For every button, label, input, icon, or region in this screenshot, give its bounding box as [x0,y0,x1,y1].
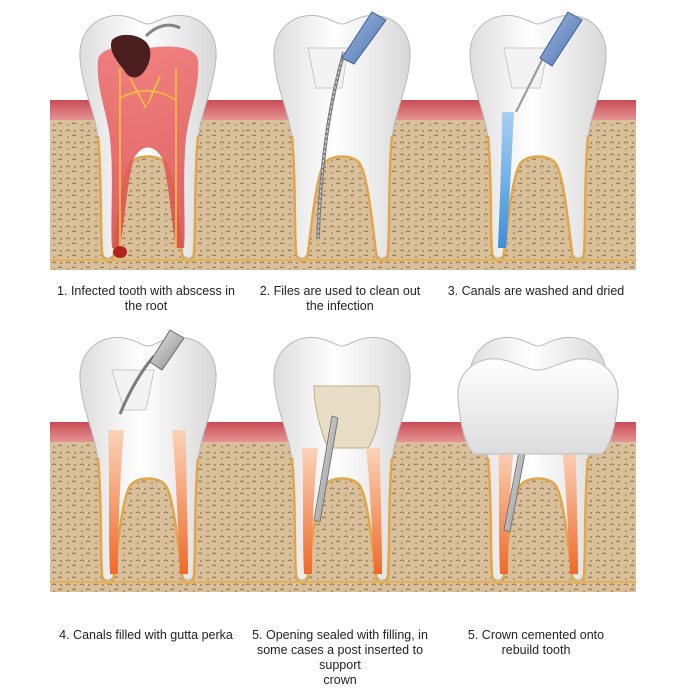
plugger-handle [149,329,185,371]
temporary-filling [313,385,381,449]
decay-cavity [110,34,151,78]
abscess [113,246,127,258]
step-1-infected-tooth [48,14,248,278]
file-handle [341,11,387,65]
step-2-caption: 2. Files are used to clean out the infec… [259,284,421,313]
step-2-cleaning-files [242,11,442,278]
step-5-filling-and-post [242,336,442,600]
step-1-caption: 1. Infected tooth with abscess in the ro… [57,284,235,313]
filled-canal-right [172,430,188,574]
support-post [313,415,339,523]
filled-canal-left [108,430,124,574]
step-5-crown-cemented [438,336,638,600]
step-3-washing-canals [438,11,638,278]
step-5-caption: 5. Opening sealed with filling, in some … [252,628,428,687]
irrigation-syringe [539,11,583,67]
step-4-caption: 4. Canals filled with gutta perka [59,628,233,642]
step-6-caption: 5. Crown cemented onto rebuild tooth [467,628,605,657]
rinse-fluid [498,112,514,248]
step-4-gutta-percha-fill [48,329,248,600]
step-3-caption: 3. Canals are washed and dried [447,284,625,298]
dental-crown [457,358,619,455]
